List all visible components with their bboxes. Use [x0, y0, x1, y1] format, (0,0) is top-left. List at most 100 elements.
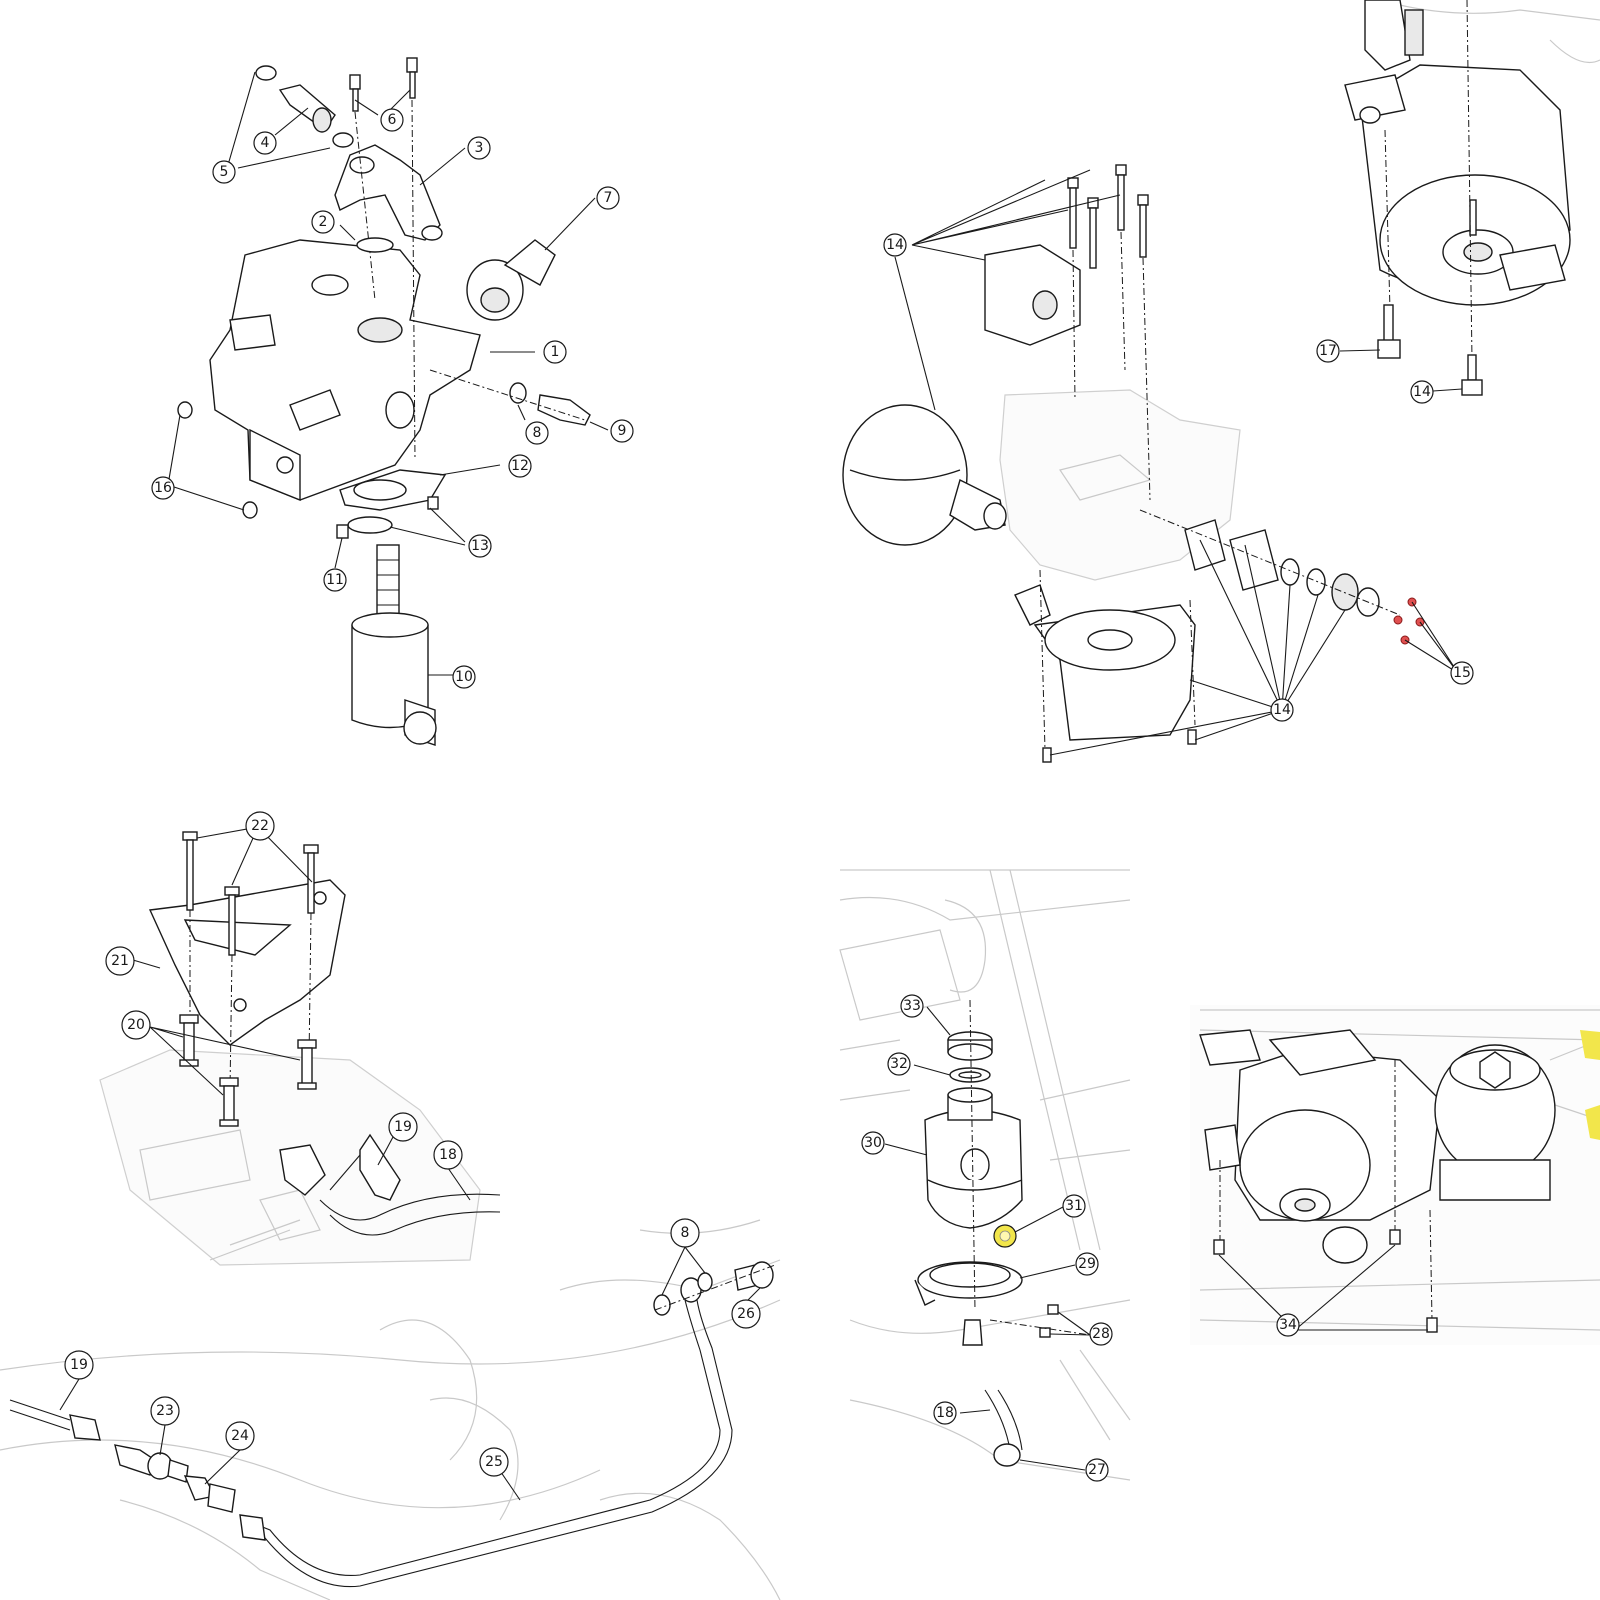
ghost-line	[259, 1189, 321, 1241]
callout-19-pipe: 19	[64, 1350, 94, 1380]
spacers-20	[179, 1014, 317, 1127]
axis-line	[411, 99, 416, 461]
ghost-line	[989, 869, 1101, 1251]
o-ring-13	[347, 516, 393, 534]
ghost-line	[1059, 454, 1152, 501]
axis-line	[1189, 599, 1196, 726]
brake-pipe-25-edge	[244, 1299, 733, 1588]
leader-line	[274, 107, 309, 136]
plug-16-upper	[177, 401, 193, 419]
svg-text:15: 15	[1453, 665, 1471, 681]
leader-line	[1019, 1264, 1076, 1279]
svg-text:10: 10	[455, 669, 473, 685]
reservoir-outlet	[962, 1319, 983, 1346]
axis-line	[1142, 257, 1151, 501]
screw-left	[349, 74, 361, 90]
callout-24: 24	[225, 1421, 255, 1451]
leader-line	[1014, 1206, 1064, 1233]
banjo-fitting	[334, 144, 441, 241]
axis-line	[1139, 509, 1401, 616]
callout-17: 17	[1316, 339, 1340, 363]
long-screws	[1067, 164, 1149, 269]
bracket-cutout	[183, 919, 292, 956]
svg-text:31: 31	[1065, 1198, 1083, 1214]
axis-line	[654, 1264, 776, 1311]
ghost-line	[139, 1129, 251, 1201]
ghost-valve-block	[999, 389, 1241, 581]
svg-text:21: 21	[111, 953, 129, 969]
leader-line	[913, 1064, 951, 1076]
bracket-hole	[233, 998, 247, 1012]
screw-right-shank	[409, 71, 416, 99]
red-screws	[1393, 597, 1425, 645]
hose-18-edge	[329, 1211, 501, 1236]
ghost-line	[944, 899, 987, 993]
motor-screw-14	[1461, 354, 1483, 396]
leader-line	[517, 404, 526, 421]
callout-29: 29	[1075, 1252, 1099, 1276]
hose-19-line	[9, 1399, 71, 1421]
ghost-line	[1549, 39, 1600, 64]
banjo-fitting-end	[421, 225, 443, 241]
leader-line	[911, 169, 1121, 261]
callout-18-bracket: 18	[433, 1140, 463, 1170]
svg-text:24: 24	[231, 1428, 249, 1444]
panel-motor: 17 14	[1316, 0, 1600, 404]
bolts-22	[182, 831, 319, 956]
valve-block-face	[249, 428, 301, 502]
leader-line	[1019, 1459, 1086, 1471]
callout-30: 30	[861, 1131, 885, 1155]
pipe-nut	[239, 1514, 266, 1541]
yellow-edge-mark	[1580, 1030, 1600, 1060]
svg-text:19: 19	[394, 1119, 412, 1135]
panel-valve-block: 1 2 3 4 5 6 7 8 9 10 11 12 13 16	[151, 57, 634, 746]
valve-block-port	[357, 317, 403, 343]
leader-line	[661, 1246, 706, 1296]
svg-text:29: 29	[1078, 1256, 1096, 1272]
banjo-bolt-26	[734, 1261, 774, 1291]
leader-line	[389, 507, 466, 546]
svg-text:19: 19	[70, 1357, 88, 1373]
fluid-reservoir	[924, 1087, 1023, 1229]
accumulator-sphere	[842, 404, 1007, 546]
electric-motor	[1344, 0, 1571, 306]
leader-line	[59, 1378, 80, 1411]
leader-line	[589, 421, 609, 431]
reservoir-cap	[947, 1031, 993, 1061]
axis-line	[1120, 231, 1126, 371]
leader-line	[747, 1287, 761, 1301]
axis-line	[969, 999, 976, 1311]
valve-block-slot	[289, 389, 341, 431]
cover-block-port	[1032, 290, 1058, 320]
svg-text:12: 12	[511, 458, 529, 474]
leader-line	[894, 256, 936, 411]
brake-pipe-25	[244, 1299, 721, 1577]
screw-28	[1047, 1304, 1059, 1315]
callout-28: 28	[1089, 1322, 1113, 1346]
svg-text:25: 25	[485, 1454, 503, 1470]
svg-text:7: 7	[604, 190, 613, 206]
svg-text:8: 8	[533, 425, 542, 441]
svg-text:30: 30	[864, 1135, 882, 1151]
connector-24	[183, 1475, 236, 1513]
seal-ring-lower	[332, 132, 354, 148]
ghost-line	[839, 929, 961, 1021]
svg-text:28: 28	[1092, 1326, 1110, 1342]
reservoir-seal-inner	[958, 1071, 982, 1079]
o-ring-2	[356, 237, 394, 253]
screw-11	[336, 524, 349, 539]
gasket-plate-hole	[353, 479, 407, 501]
washer-8b-right	[697, 1272, 713, 1292]
svg-text:23: 23	[156, 1403, 174, 1419]
axis-line	[429, 369, 586, 421]
leader-line	[1404, 601, 1459, 674]
ghost-line	[839, 869, 1131, 921]
callout-27: 27	[1085, 1458, 1109, 1482]
svg-text:5: 5	[220, 164, 229, 180]
hollow-bolt-thread	[312, 107, 332, 133]
ghost-line	[1059, 1349, 1131, 1441]
ghost-line	[1039, 1079, 1131, 1161]
leader-line	[1049, 1311, 1091, 1336]
svg-text:8: 8	[681, 1225, 690, 1241]
callout-25: 25	[479, 1447, 509, 1477]
